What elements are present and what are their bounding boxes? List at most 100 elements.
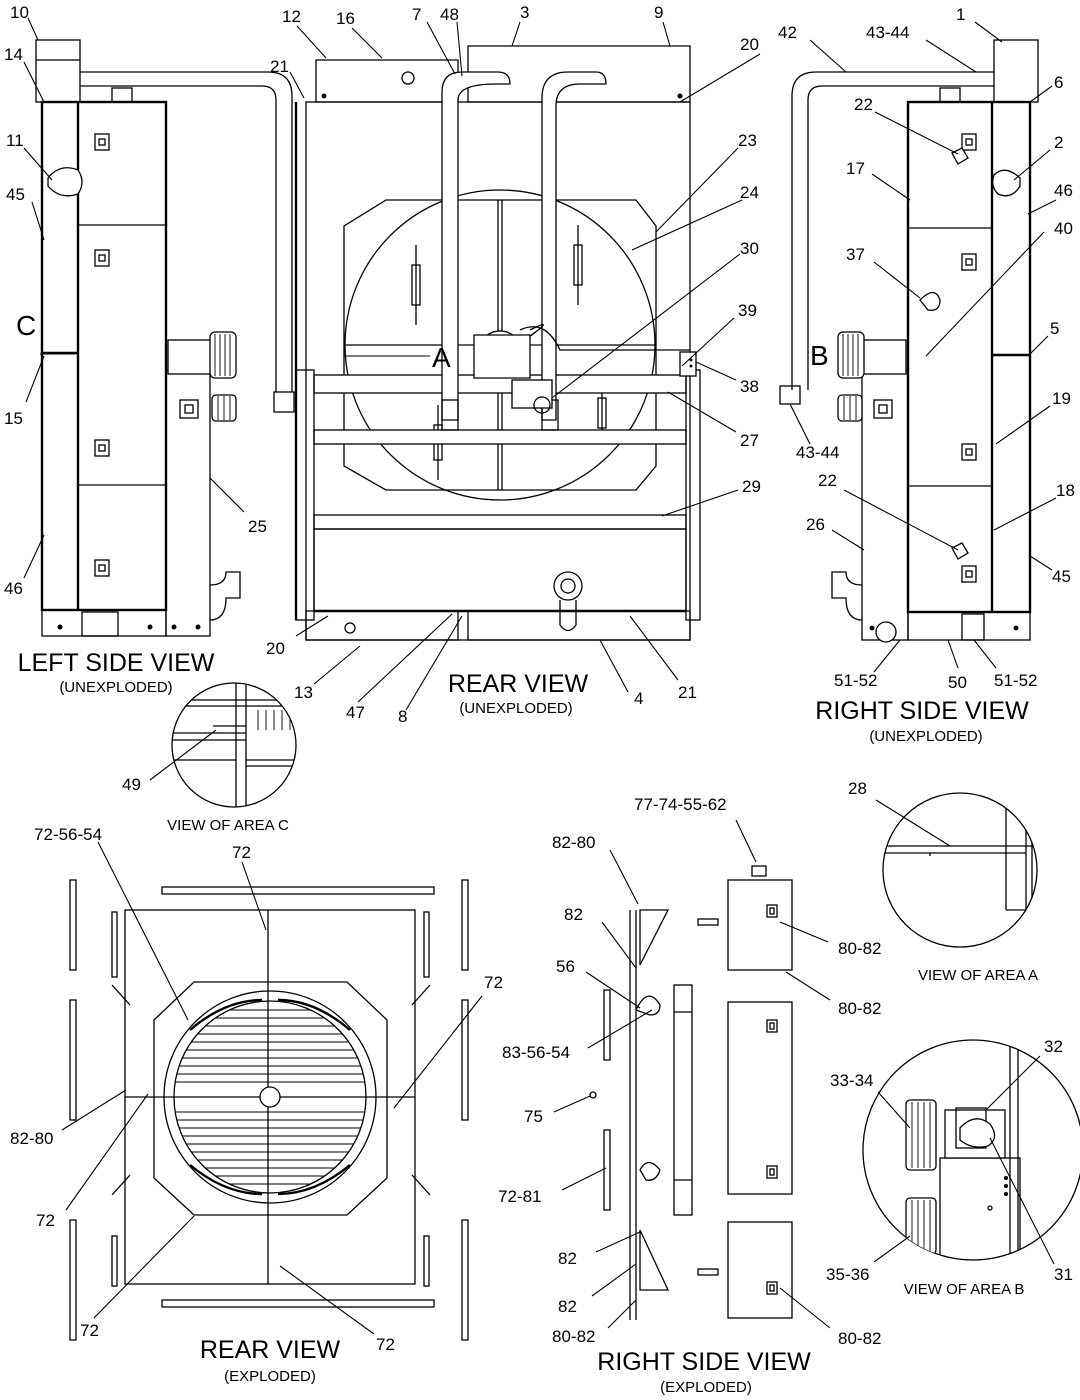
callout: 46 bbox=[4, 579, 23, 598]
leader-lines bbox=[23, 17, 1057, 1335]
callout: 21 bbox=[270, 57, 289, 76]
callout: 51-52 bbox=[834, 671, 877, 690]
callout: 28 bbox=[848, 779, 867, 798]
detail-title: VIEW OF AREA C bbox=[167, 817, 289, 834]
callout: 51-52 bbox=[994, 671, 1037, 690]
view-subtitle: (EXPLODED) bbox=[660, 1379, 752, 1396]
callout: 24 bbox=[740, 183, 759, 202]
callout: 14 bbox=[4, 45, 23, 64]
callout: 72-81 bbox=[498, 1187, 541, 1206]
callout: 21 bbox=[678, 683, 697, 702]
view-subtitle: (UNEXPLODED) bbox=[869, 728, 982, 745]
callout: 12 bbox=[282, 7, 301, 26]
callout: 3 bbox=[520, 3, 529, 22]
callout: 72 bbox=[80, 1321, 99, 1340]
callout: 29 bbox=[742, 477, 761, 496]
detail-area-c bbox=[171, 682, 297, 808]
view-titles: LEFT SIDE VIEW (UNEXPLODED) REAR VIEW (U… bbox=[18, 649, 1038, 1396]
detail-title: VIEW OF AREA A bbox=[918, 967, 1038, 984]
view-subtitle: (UNEXPLODED) bbox=[59, 679, 172, 696]
view-title: RIGHT SIDE VIEW bbox=[815, 697, 1029, 725]
callout: 49 bbox=[122, 775, 141, 794]
callout: 50 bbox=[948, 673, 967, 692]
callout: 17 bbox=[846, 159, 865, 178]
callout: 82 bbox=[558, 1249, 577, 1268]
callout: 37 bbox=[846, 245, 865, 264]
view-title: REAR VIEW bbox=[448, 670, 589, 698]
callout: 25 bbox=[248, 517, 267, 536]
callout: 26 bbox=[806, 515, 825, 534]
callout: 46 bbox=[1054, 181, 1073, 200]
callout: 40 bbox=[1054, 219, 1073, 238]
callout: 20 bbox=[740, 35, 759, 54]
view-subtitle: (EXPLODED) bbox=[224, 1368, 316, 1385]
callout: 82-80 bbox=[10, 1129, 53, 1148]
callout: 56 bbox=[556, 957, 575, 976]
callout: 10 bbox=[10, 3, 29, 22]
view-title: LEFT SIDE VIEW bbox=[18, 649, 215, 677]
callout: 18 bbox=[1056, 481, 1075, 500]
callout: 72 bbox=[36, 1211, 55, 1230]
callout: 20 bbox=[266, 639, 285, 658]
callout: 32 bbox=[1044, 1037, 1063, 1056]
callout: 4 bbox=[634, 689, 643, 708]
callout: 6 bbox=[1054, 73, 1063, 92]
callout: 77-74-55-62 bbox=[634, 795, 727, 814]
callout: 19 bbox=[1052, 389, 1071, 408]
view-title: REAR VIEW bbox=[200, 1336, 341, 1364]
callout: 22 bbox=[818, 471, 837, 490]
callout: 11 bbox=[6, 131, 24, 150]
callout: 7 bbox=[412, 5, 421, 24]
callout: 16 bbox=[336, 9, 355, 28]
callout: 43-44 bbox=[866, 23, 909, 42]
callout: 48 bbox=[440, 5, 459, 24]
callout: 22 bbox=[854, 95, 873, 114]
callout: 45 bbox=[1052, 567, 1071, 586]
callout: 82-80 bbox=[552, 833, 595, 852]
callout: 33-34 bbox=[830, 1071, 873, 1090]
callout: 9 bbox=[654, 3, 663, 22]
callout: 2 bbox=[1054, 133, 1063, 152]
callout: 13 bbox=[294, 683, 313, 702]
left-side-view bbox=[35, 39, 295, 637]
callout: 8 bbox=[398, 707, 407, 726]
right-side-view bbox=[779, 39, 1039, 643]
rear-view-exploded bbox=[69, 879, 469, 1341]
callout: 42 bbox=[778, 23, 797, 42]
rear-view-unexploded bbox=[294, 45, 701, 641]
callout: 15 bbox=[4, 409, 23, 428]
view-title: RIGHT SIDE VIEW bbox=[597, 1348, 811, 1376]
callout: 80-82 bbox=[838, 939, 881, 958]
callout: 1 bbox=[956, 5, 965, 24]
view-subtitle: (UNEXPLODED) bbox=[459, 700, 572, 717]
callout: 35-36 bbox=[826, 1265, 869, 1284]
detail-title: VIEW OF AREA B bbox=[904, 1281, 1025, 1298]
callout: 39 bbox=[738, 301, 757, 320]
detail-area-b bbox=[862, 1039, 1080, 1261]
area-b-letter: B bbox=[810, 340, 829, 371]
callout: 72-56-54 bbox=[34, 825, 102, 844]
callout-labels: 10 14 11 45 15 46 25 12 16 7 48 3 9 20 2… bbox=[4, 3, 1075, 1354]
callout: 80-82 bbox=[838, 999, 881, 1018]
right-side-view-exploded bbox=[589, 865, 793, 1320]
callout: 75 bbox=[524, 1107, 543, 1126]
callout: 47 bbox=[346, 703, 365, 722]
callout: 45 bbox=[6, 185, 25, 204]
callout: 38 bbox=[740, 377, 759, 396]
callout: 80-82 bbox=[838, 1329, 881, 1348]
area-c-letter: C bbox=[16, 310, 36, 341]
callout: 72 bbox=[232, 843, 251, 862]
callout: 80-82 bbox=[552, 1327, 595, 1346]
area-a-letter: A bbox=[432, 342, 451, 373]
callout: 27 bbox=[740, 431, 759, 450]
callout: 82 bbox=[564, 905, 583, 924]
callout: 82 bbox=[558, 1297, 577, 1316]
detail-area-a bbox=[882, 792, 1038, 948]
callout: 31 bbox=[1054, 1265, 1073, 1284]
callout: 83-56-54 bbox=[502, 1043, 570, 1062]
callout: 43-44 bbox=[796, 443, 839, 462]
callout: 30 bbox=[740, 239, 759, 258]
callout: 72 bbox=[376, 1335, 395, 1354]
callout: 5 bbox=[1050, 319, 1059, 338]
callout: 23 bbox=[738, 131, 757, 150]
